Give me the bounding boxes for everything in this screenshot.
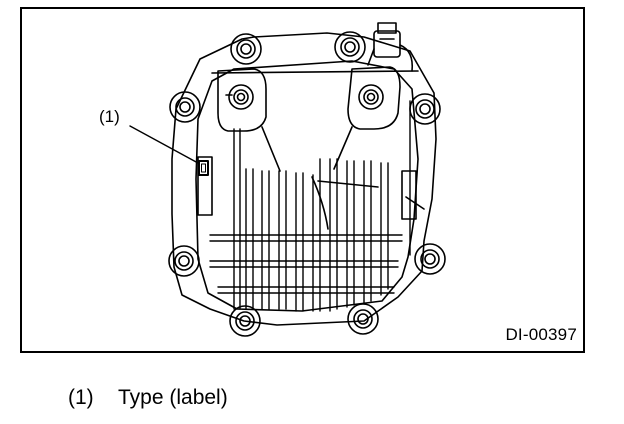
side-slot-right [401,170,417,220]
cover-inner-outline [195,60,419,312]
cover-ridge [317,180,379,188]
figure-code: DI-00397 [505,325,577,344]
mounting-lug-right [347,66,401,130]
differential-cover-diagram: (1) [99,22,446,337]
type-label [198,160,209,176]
legend-item-text: Type (label) [118,386,228,409]
bolt-boss [168,245,200,277]
bolt-boss [334,31,366,63]
cover-ridge [405,196,425,210]
grid-bands [209,234,403,294]
cover-line [211,70,419,74]
bolt-boss [230,33,262,65]
cover-ridge [311,176,329,230]
cover-outline [171,32,437,326]
callout-leader [129,125,199,164]
callout-label: (1) [99,107,120,126]
bolt-bosses [168,31,446,337]
bolt-boss [414,243,446,275]
breather-connector [367,22,414,72]
mounting-lug-left [217,68,267,132]
legend: (1) Type (label) [68,385,228,411]
figure-frame: (1) DI-00397 [20,7,585,353]
legend-item: (1) Type (label) [68,385,228,411]
legend-item-number: (1) [68,386,94,409]
bolt-boss [169,91,201,123]
cooling-ribs [233,100,411,312]
side-slot-left [197,156,213,216]
bolt-boss [229,305,261,337]
cover-ridge [261,126,281,172]
bolt-boss [347,303,379,335]
